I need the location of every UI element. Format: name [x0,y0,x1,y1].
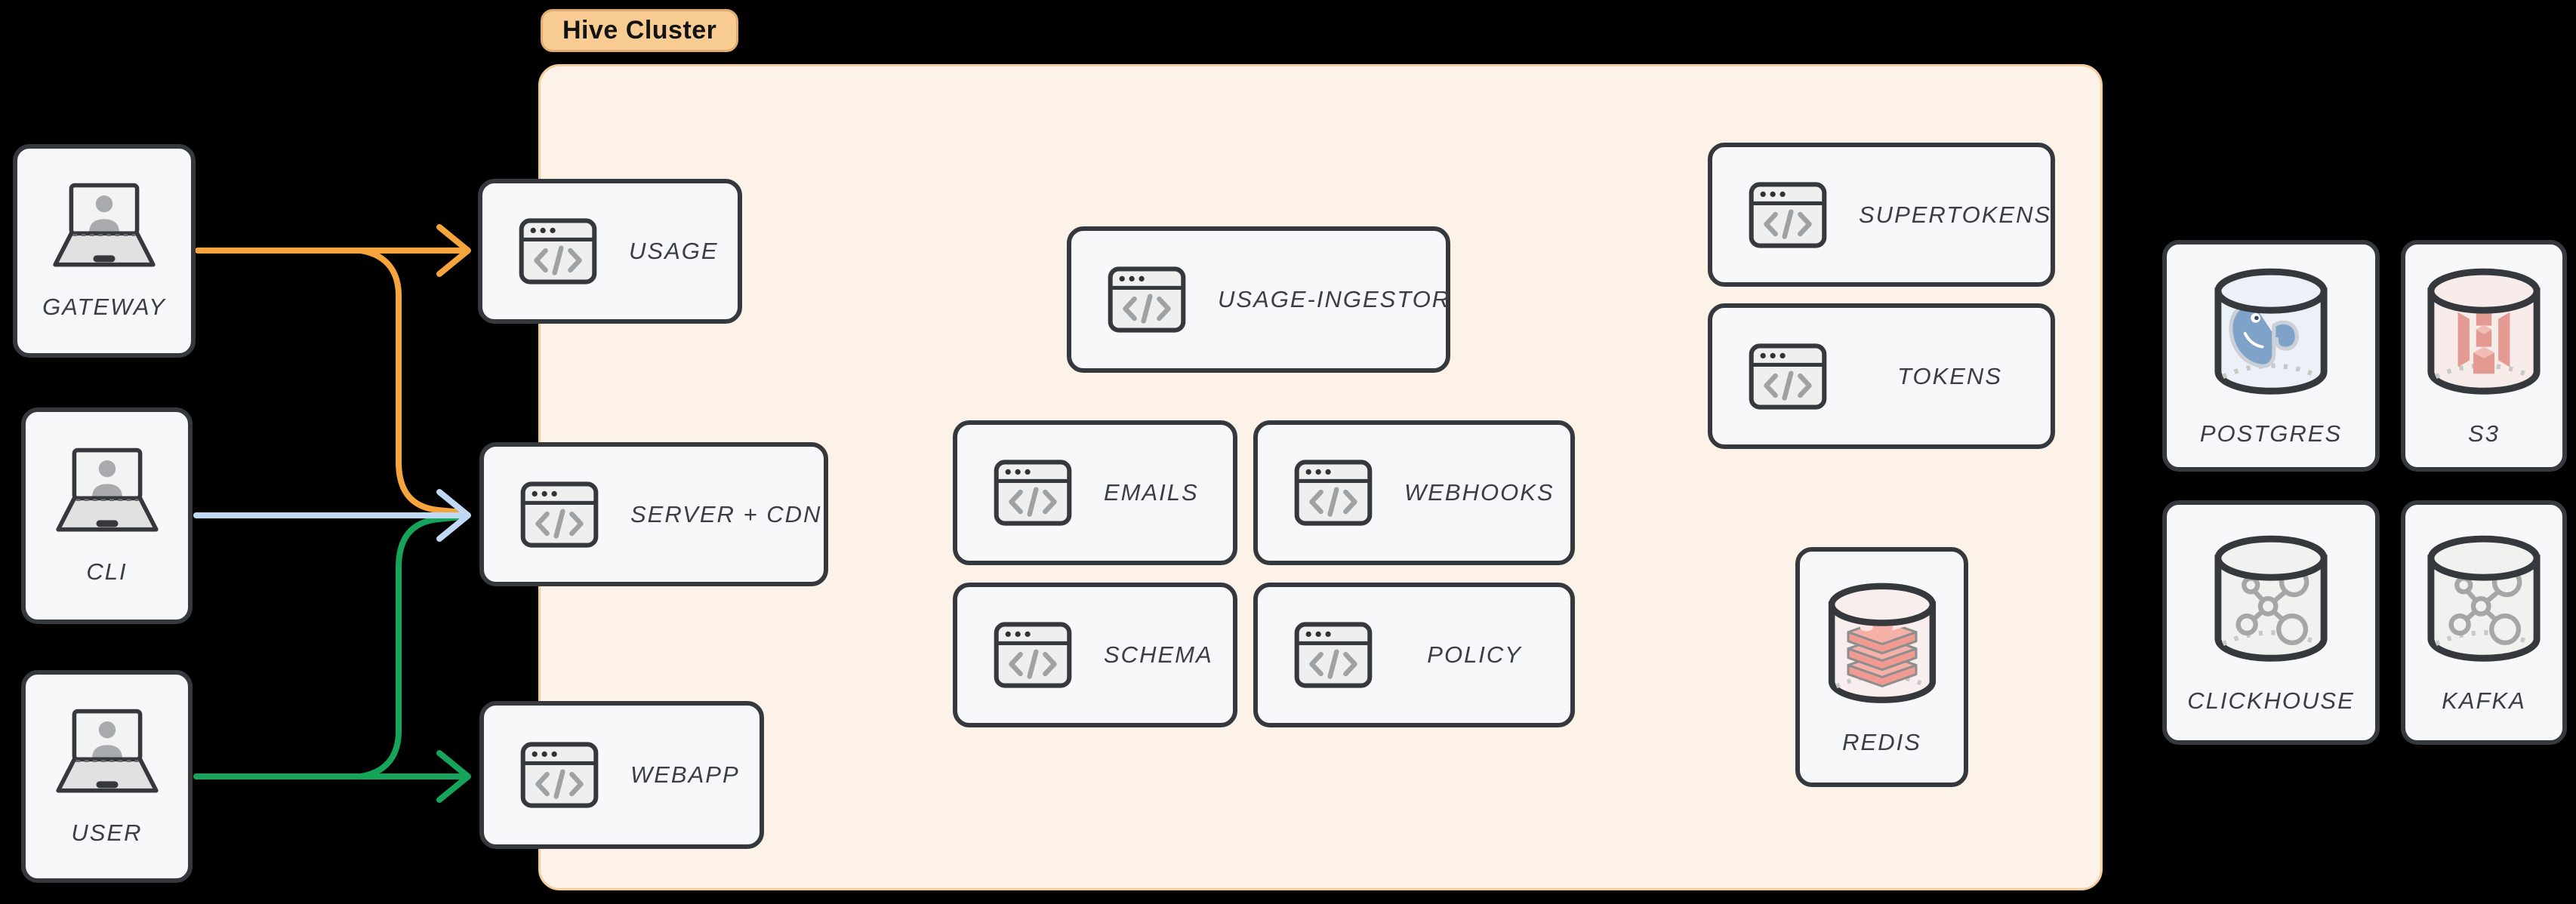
node-webapp: WEBAPP [479,701,764,849]
edge-gateway-server-cdn [358,248,465,515]
node-clickhouse: CLICKHOUSE [2162,500,2380,745]
code-window-icon [1294,460,1373,526]
laptop-user-icon [41,181,168,274]
redis-database-icon [1823,579,1942,709]
postgres-database-icon [2208,264,2334,401]
code-window-icon [1294,622,1373,688]
node-user: USER [21,670,193,883]
node-webhooks: WEBHOOKS [1253,420,1575,565]
node-usage-ingestor: USAGE-INGESTOR [1067,226,1450,373]
node-label: REDIS [1842,728,1921,755]
postgres-elephant-icon [2229,300,2299,368]
node-emails: EMAILS [953,420,1237,565]
edge-cli-server-cdn-arrowhead [436,489,471,542]
edge-gateway-usage-arrowhead [436,224,471,277]
hive-cluster-badge: Hive Cluster [541,9,739,52]
node-label: KAFKA [2442,687,2526,714]
edge-user-server-cdn [358,514,465,779]
node-s3: S3 [2401,240,2567,472]
node-server-cdn: SERVER + CDN [479,442,828,586]
node-label: GATEWAY [42,294,166,320]
node-supertokens: SUPERTOKENS [1708,143,2055,287]
node-label: WEBAPP [630,761,740,788]
code-window-icon [520,481,599,548]
redis-logo-icon [1847,618,1917,687]
node-schema: SCHEMA [953,583,1237,727]
node-tokens: TOKENS [1708,303,2055,449]
node-label: S3 [2468,420,2500,447]
code-window-icon [994,622,1072,688]
node-label: SCHEMA [1104,641,1213,668]
s3-database-icon [2421,264,2547,401]
code-window-icon [520,742,599,808]
node-label: USAGE [629,238,719,264]
node-policy: POLICY [1253,583,1575,727]
node-redis: REDIS [1795,547,1968,787]
node-label: TOKENS [1897,362,2002,389]
kafka-database-icon [2421,531,2547,668]
node-label: USAGE-INGESTOR [1218,286,1451,312]
laptop-user-icon [44,446,171,539]
s3-logo-icon [2457,303,2510,374]
code-window-icon [994,460,1072,526]
node-cli: CLI [21,407,193,624]
node-label: USER [71,819,143,846]
laptop-user-icon [44,707,171,800]
code-window-icon [1749,182,1827,248]
node-label: SERVER + CDN [630,500,822,527]
node-gateway: GATEWAY [13,144,196,358]
node-label: CLI [86,558,128,585]
node-kafka: KAFKA [2401,500,2567,745]
node-label: POSTGRES [2199,420,2343,447]
edge-user-webapp-arrowhead [436,750,471,803]
node-label: EMAILS [1104,479,1199,506]
clickhouse-database-icon [2208,531,2334,668]
node-label: WEBHOOKS [1404,479,1555,506]
node-label: CLICKHOUSE [2187,687,2355,714]
code-window-icon [519,218,597,284]
node-label: POLICY [1427,641,1522,668]
code-window-icon [1749,343,1827,410]
node-usage: USAGE [478,179,742,324]
node-label: SUPERTOKENS [1859,201,2052,228]
code-window-icon [1108,266,1186,333]
node-postgres: POSTGRES [2162,240,2380,472]
